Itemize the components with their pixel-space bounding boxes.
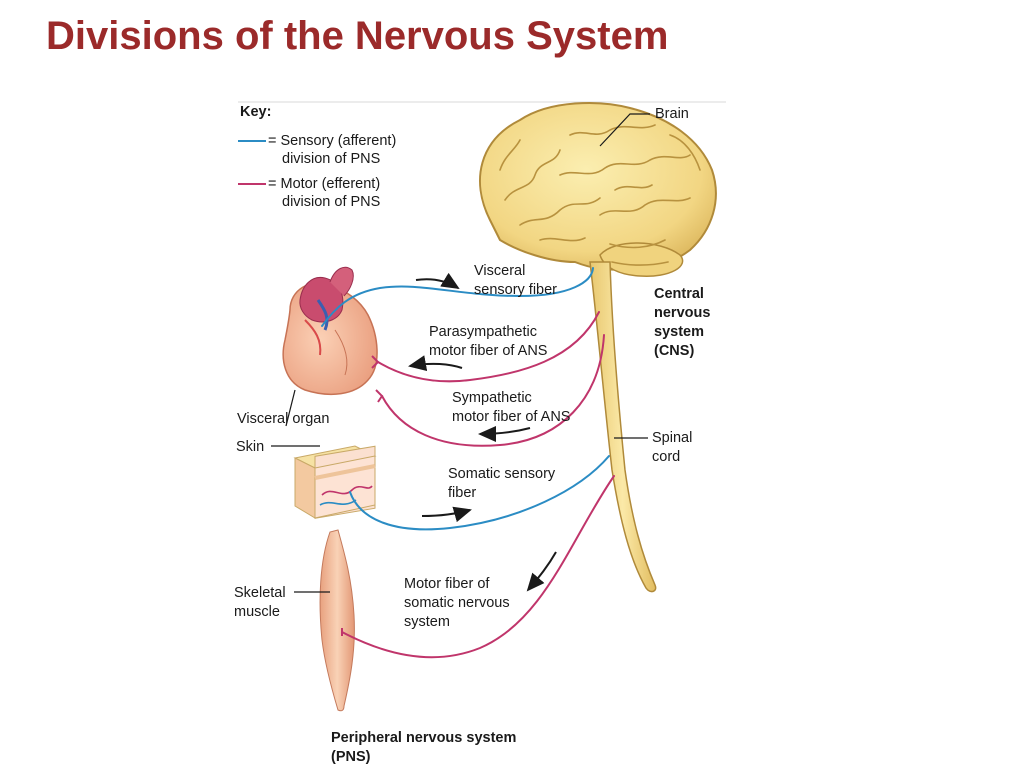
skeletal-muscle-illustration — [319, 529, 355, 712]
label-brain: Brain — [655, 106, 689, 122]
spinal-cord-illustration — [589, 261, 657, 593]
label-sympathetic-1: Sympathetic — [452, 390, 532, 406]
skin-block-illustration — [293, 445, 377, 519]
legend-sensory-label-2: division of PNS — [282, 151, 380, 167]
somatic-sensory-fiber — [349, 455, 610, 531]
flow-arrows — [408, 272, 557, 592]
label-parasympathetic-1: Parasympathetic — [429, 324, 537, 340]
motor-terminals — [341, 355, 384, 636]
legend-motor-label-1: = Motor (efferent) — [268, 176, 380, 192]
label-cns-3: system — [654, 324, 704, 340]
label-pns-2: (PNS) — [331, 749, 371, 765]
parasympathetic-fiber — [377, 311, 600, 383]
slide-title: Divisions of the Nervous System — [46, 14, 669, 58]
legend: Key: = Sensory (afferent) division of PN… — [238, 104, 396, 210]
sympathetic-fiber — [381, 334, 605, 447]
somatic-motor-fiber — [341, 475, 615, 659]
brain-illustration — [479, 102, 717, 277]
visceral-sensory-fiber — [321, 267, 594, 327]
label-skeletal-muscle-1: Skeletal — [234, 585, 286, 601]
label-spinal-cord-2: cord — [652, 449, 680, 465]
legend-motor-label-2: division of PNS — [282, 194, 380, 210]
legend-heading: Key: — [240, 104, 271, 120]
label-pns-1: Peripheral nervous system — [331, 730, 516, 746]
label-cns-1: Central — [654, 286, 704, 302]
label-spinal-cord-1: Spinal — [652, 430, 692, 446]
label-visceral-organ: Visceral organ — [237, 411, 329, 427]
label-skin: Skin — [236, 439, 264, 455]
label-somatic-sensory-1: Somatic sensory — [448, 466, 556, 482]
label-skeletal-muscle-2: muscle — [234, 604, 280, 620]
label-cns-2: nervous — [654, 305, 710, 321]
label-parasympathetic-2: motor fiber of ANS — [429, 343, 547, 359]
label-motor-somatic-3: system — [404, 614, 450, 630]
label-motor-somatic-2: somatic nervous — [404, 595, 510, 611]
label-somatic-sensory-2: fiber — [448, 485, 476, 501]
label-motor-somatic-1: Motor fiber of — [404, 576, 490, 592]
legend-sensory-label-1: = Sensory (afferent) — [268, 133, 396, 149]
label-visceral-sensory-1: Visceral — [474, 263, 525, 279]
visceral-organ-heart-illustration — [282, 266, 378, 396]
label-sympathetic-2: motor fiber of ANS — [452, 409, 570, 425]
leader-lines — [271, 113, 650, 593]
label-visceral-sensory-2: sensory fiber — [474, 282, 557, 298]
label-cns-4: (CNS) — [654, 343, 694, 359]
